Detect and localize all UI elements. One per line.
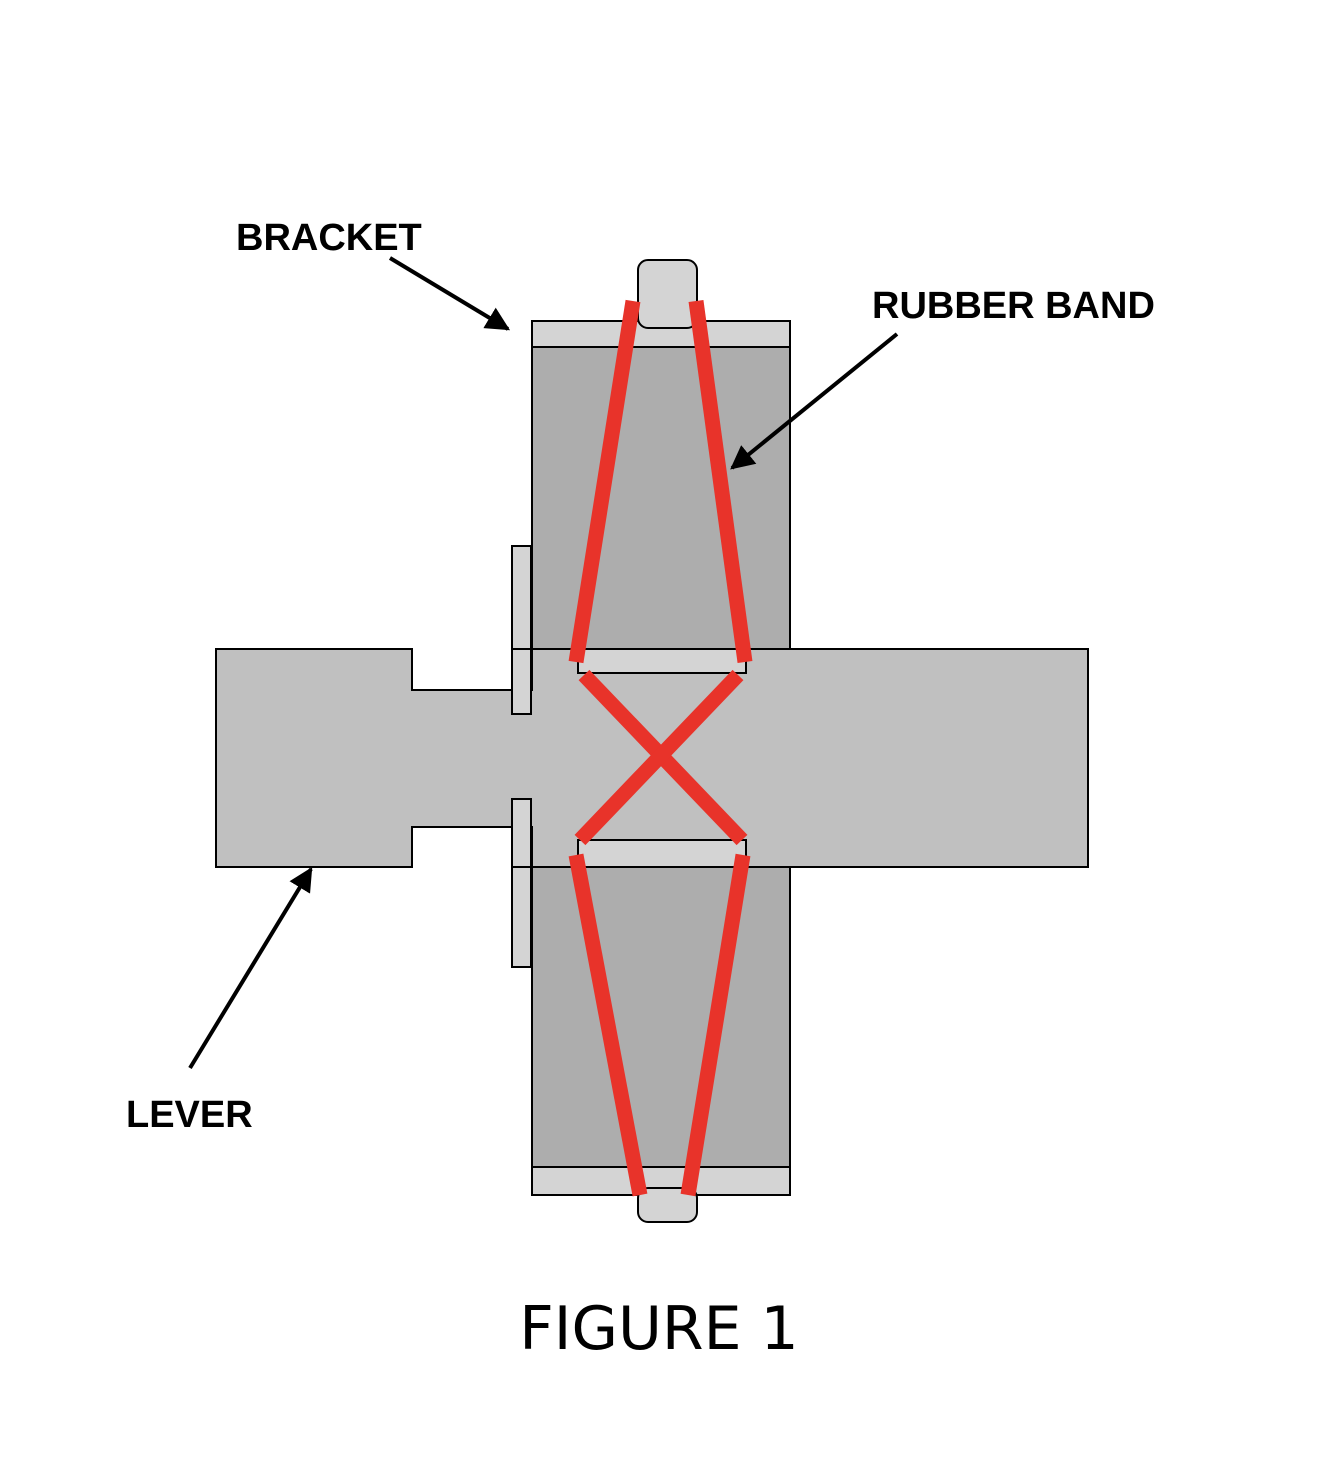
upper-bracket-body [531,344,791,689]
rubber-band-label: RUBBER BAND [872,285,1155,327]
lever-label: LEVER [126,1094,253,1136]
upper-pin [577,648,747,674]
rubber-band-arrow [730,332,899,470]
lever-arrow [188,866,313,1070]
rubber-band-lower-left [568,853,648,1197]
upper-side-plate-front [511,648,532,715]
lower-pin [577,839,747,868]
lower-side-plate-front [511,798,532,868]
rubber-band [568,299,753,1197]
figure-caption: FIGURE 1 [519,1294,798,1364]
rubber-band-cross-b [574,669,744,846]
bracket-label: BRACKET [236,217,422,259]
rubber-band-lower-right [680,853,751,1197]
upper-bracket-tab [637,259,698,329]
lower-bracket-body [531,826,791,1171]
rubber-band-upper-right [688,299,753,664]
rubber-band-upper-left [568,299,641,664]
lower-bracket-tab [637,1187,698,1223]
bracket-arrow [388,256,511,331]
